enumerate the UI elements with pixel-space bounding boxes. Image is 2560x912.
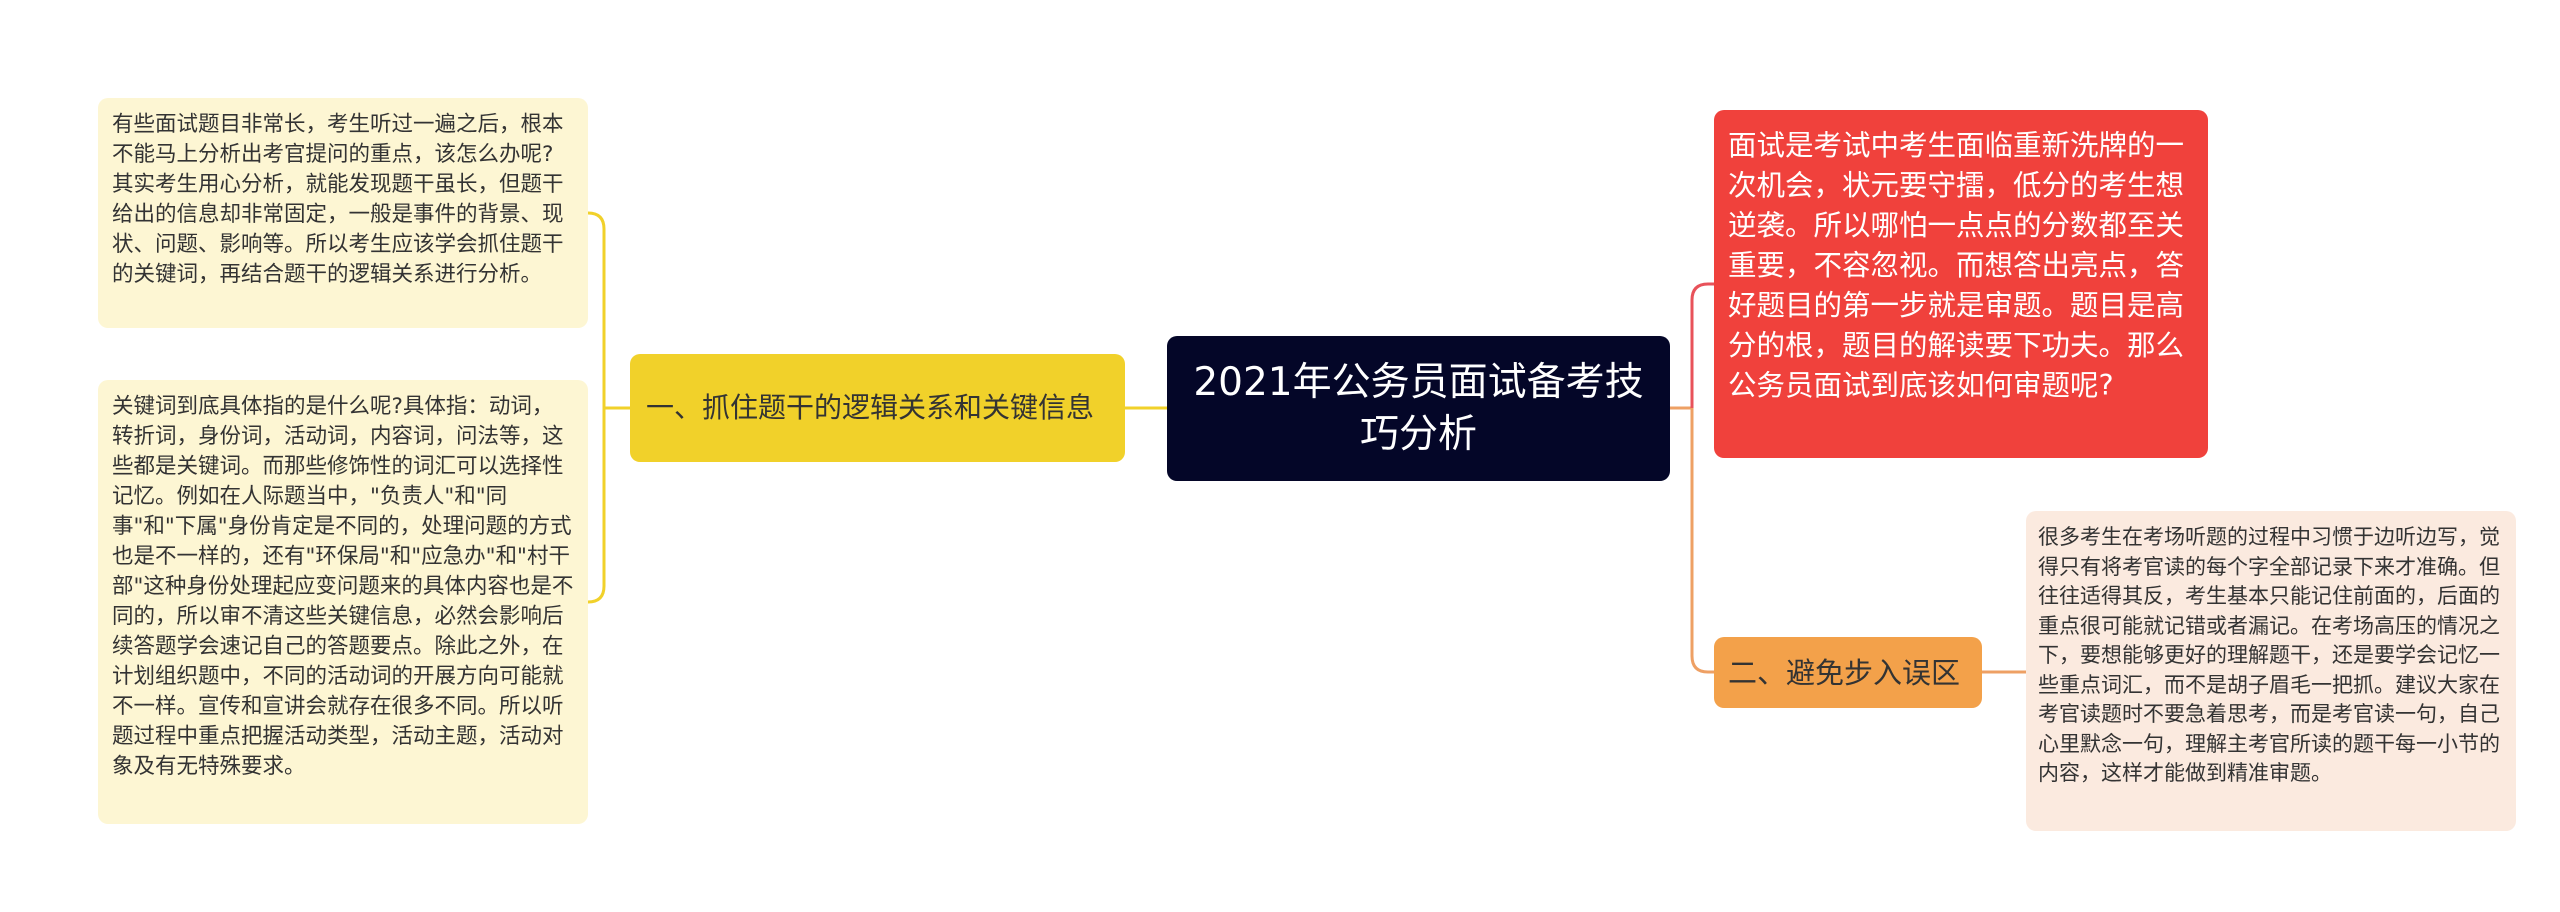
intro-topic[interactable]: 面试是考试中考生面临重新洗牌的一次机会，状元要守擂，低分的考生想逆袭。所以哪怕一… bbox=[1714, 110, 2208, 458]
connector-to-intro bbox=[1690, 282, 1714, 408]
leaf-long-question-analysis-text: 有些面试题目非常长，考生听过一遍之后，根本不能马上分析出考官提问的重点，该怎么办… bbox=[112, 112, 564, 287]
branch-avoid-pitfalls-label: 二、避免步入误区 bbox=[1728, 655, 1961, 690]
central-topic-label: 2021年公务员面试备考技巧分析 bbox=[1193, 359, 1644, 457]
leaf-keyword-definition-text: 关键词到底具体指的是什么呢?具体指：动词，转折词，身份词，活动词，内容词，问法等… bbox=[112, 394, 574, 779]
leaf-listen-not-write[interactable]: 很多考生在考场听题的过程中习惯于边听边写，觉得只有将考官读的每个字全部记录下来才… bbox=[2026, 511, 2516, 831]
leaf-listen-not-write-text: 很多考生在考场听题的过程中习惯于边听边写，觉得只有将考官读的每个字全部记录下来才… bbox=[2038, 525, 2500, 785]
branch-logic-keywords[interactable]: 一、抓住题干的逻辑关系和关键信息 bbox=[630, 354, 1125, 462]
branch-avoid-pitfalls[interactable]: 二、避免步入误区 bbox=[1714, 637, 1982, 708]
leaf-keyword-definition[interactable]: 关键词到底具体指的是什么呢?具体指：动词，转折词，身份词，活动词，内容词，问法等… bbox=[98, 380, 588, 824]
connector-to-avoid bbox=[1690, 408, 1714, 674]
connector-logic-bracket bbox=[587, 211, 630, 604]
leaf-long-question-analysis[interactable]: 有些面试题目非常长，考生听过一遍之后，根本不能马上分析出考官提问的重点，该怎么办… bbox=[98, 98, 588, 328]
branch-logic-keywords-label: 一、抓住题干的逻辑关系和关键信息 bbox=[646, 391, 1095, 424]
central-topic[interactable]: 2021年公务员面试备考技巧分析 bbox=[1167, 336, 1670, 481]
intro-topic-text: 面试是考试中考生面临重新洗牌的一次机会，状元要守擂，低分的考生想逆袭。所以哪怕一… bbox=[1728, 129, 2185, 402]
